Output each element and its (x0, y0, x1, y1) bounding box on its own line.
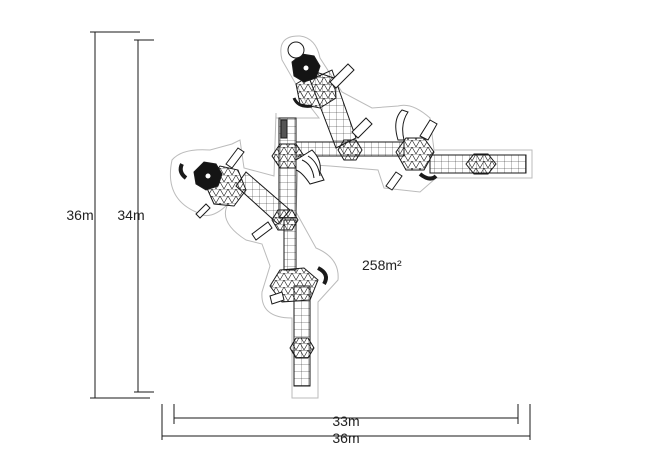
tower-left-arc (178, 163, 188, 180)
slide-top-right-arm (329, 63, 373, 139)
dimension-inner-height (134, 39, 154, 393)
hex-platform-mid (337, 139, 363, 161)
wavy-slide (295, 149, 325, 185)
dimension-outer-width (161, 404, 531, 440)
label-inner-width: 33m (332, 413, 359, 429)
dimension-inner-width (173, 404, 519, 424)
slide-right-tower-arms (385, 109, 438, 191)
tower-top-arc (292, 97, 313, 108)
tower-right-arc (418, 172, 438, 181)
entry-post (280, 119, 288, 139)
label-outer-width: 36m (332, 430, 359, 446)
safety-zone-outline (169, 35, 533, 399)
roof-top-cap (303, 65, 309, 71)
slide-bottom-tower-arms (269, 291, 285, 305)
dimension-outer-height (90, 31, 150, 399)
tower-top-canopy (287, 41, 305, 59)
hex-platform-right-end (465, 153, 497, 175)
roof-left-cap (205, 173, 211, 179)
hex-platform-lower (289, 337, 315, 359)
hex-platform-junction (271, 209, 299, 231)
label-inner-height: 34m (117, 207, 144, 223)
label-outer-height: 36m (66, 207, 93, 223)
label-area: 258m² (362, 257, 402, 273)
tower-bottom-arc (317, 266, 328, 286)
slide-left-tower-arms (195, 147, 273, 241)
tower-right (395, 137, 435, 171)
